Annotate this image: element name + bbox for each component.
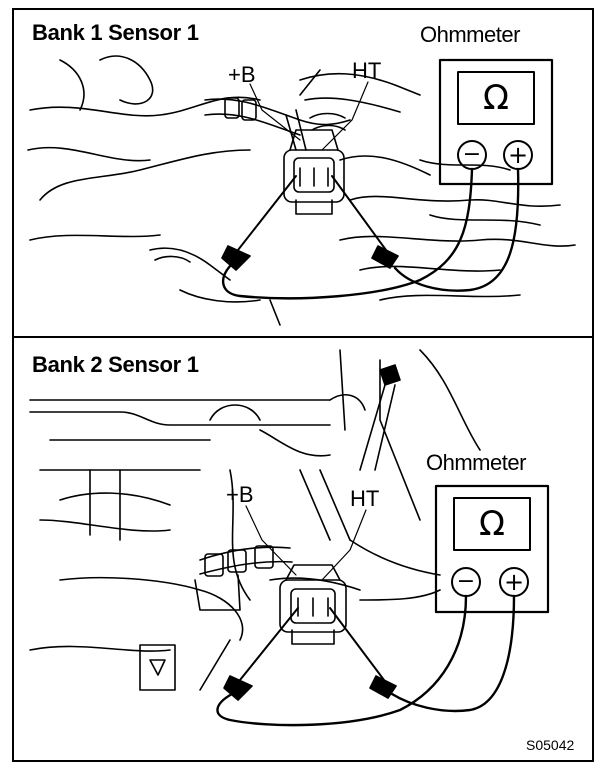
pin-label-ht-top: HT — [352, 58, 382, 83]
figure-frame — [12, 8, 594, 762]
ohmmeter-label-top: Ohmmeter — [420, 22, 520, 47]
positive-terminal-top: + — [507, 141, 529, 169]
negative-terminal-top: − — [462, 142, 482, 167]
pin-label-ht-bottom: HT — [350, 486, 380, 511]
probe-leads-top — [221, 175, 399, 271]
pin-label-b-top: +B — [228, 62, 256, 87]
ohmmeter-device-bottom — [434, 484, 550, 614]
ohm-symbol-top: Ω — [483, 78, 509, 118]
ohmmeter-label-bottom: Ohmmeter — [426, 450, 526, 475]
panel-divider — [12, 336, 594, 338]
panel-title-bank1: Bank 1 Sensor 1 — [32, 20, 199, 45]
leader-lines — [245, 81, 369, 581]
positive-terminal-bottom: + — [503, 568, 525, 596]
figure-id: S05042 — [526, 737, 575, 753]
panel-title-bank2: Bank 2 Sensor 1 — [32, 352, 199, 377]
pin-label-b-bottom: +B — [226, 482, 254, 507]
negative-terminal-bottom: − — [456, 569, 476, 594]
engine-background-bottom — [29, 349, 481, 691]
engine-background-top — [27, 55, 576, 326]
meter-wires-top — [221, 167, 520, 300]
meter-wires-bottom — [216, 594, 516, 727]
ohmmeter-device-top — [438, 58, 554, 186]
sensor-connector-bottom — [279, 564, 347, 645]
probe-leads-bottom — [223, 607, 397, 701]
ohm-symbol-bottom: Ω — [479, 504, 505, 544]
